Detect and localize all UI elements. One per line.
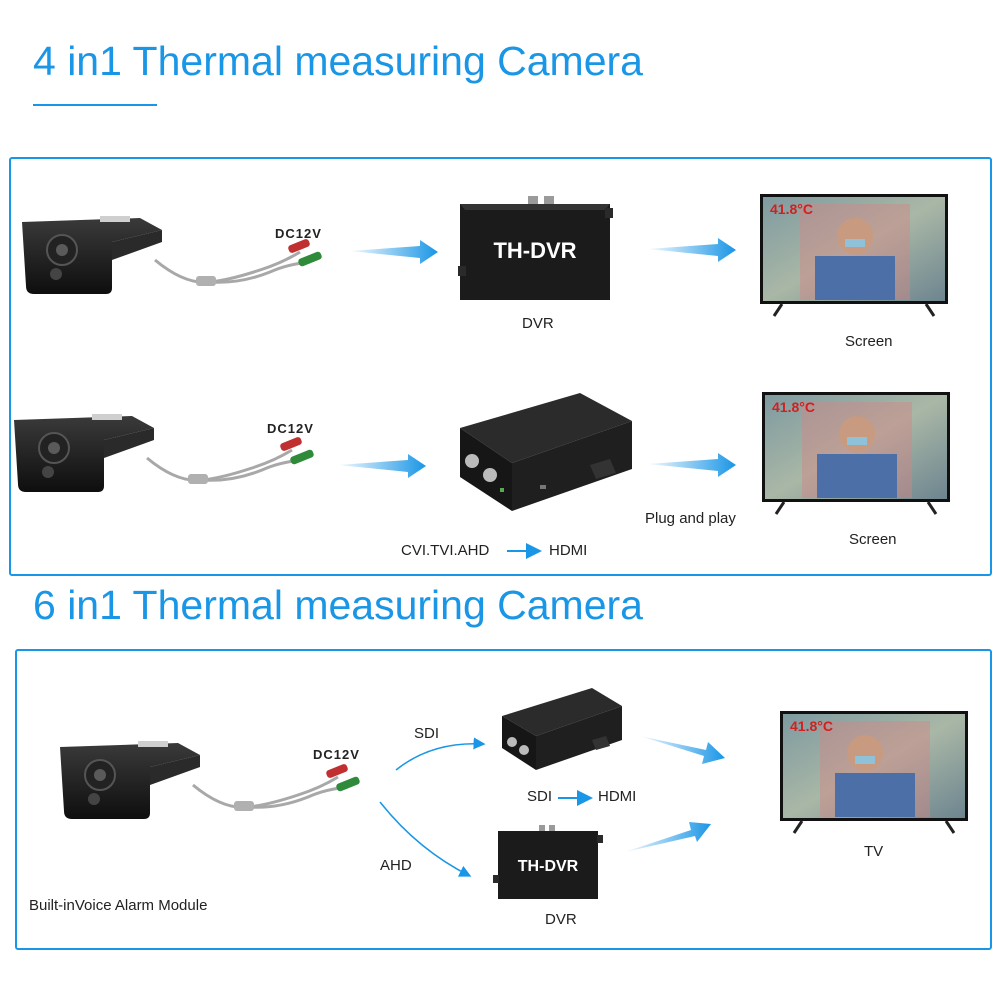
- ahd-path-label: AHD: [380, 857, 412, 874]
- temperature-readout: 41.8°C: [772, 399, 815, 415]
- tv-monitor-icon: 41.8°C: [780, 711, 968, 834]
- arrow-icon: [625, 822, 711, 852]
- temperature-readout: 41.8°C: [770, 201, 813, 217]
- tv-label: TV: [864, 843, 884, 860]
- sdi-path-label: SDI: [414, 725, 440, 742]
- voice-alarm-module-label: Built-inVoice Alarm Module: [29, 897, 208, 914]
- section1-title: 4 in1 Thermal measuring Camera: [33, 38, 643, 84]
- screen-label: Screen: [845, 333, 893, 350]
- arrow-icon: [648, 238, 736, 262]
- thermal-camera-icon: [22, 216, 322, 294]
- arrow-icon: [507, 543, 542, 559]
- converter-source-label: SDI: [527, 788, 553, 805]
- arrow-icon: [558, 790, 593, 806]
- arrow-icon: [640, 736, 725, 764]
- ahd-path-arrow: [379, 801, 472, 877]
- thermal-camera-icon: [60, 741, 360, 819]
- converter-device-icon: [460, 393, 632, 511]
- arrow-icon: [648, 453, 736, 477]
- power-label: DC12V: [275, 226, 322, 241]
- converter-target-label: HDMI: [549, 542, 588, 559]
- plug-and-play-label: Plug and play: [645, 510, 736, 527]
- arrow-icon: [350, 240, 438, 264]
- dvr-device-text: TH-DVR: [518, 858, 579, 875]
- screen-monitor-icon: 41.8°C: [760, 194, 948, 317]
- power-label: DC12V: [313, 747, 360, 762]
- temperature-readout: 41.8°C: [790, 718, 833, 734]
- converter-source-label: CVI.TVI.AHD: [401, 542, 490, 559]
- sdi-path-arrow: [395, 737, 486, 771]
- power-label: DC12V: [267, 421, 314, 436]
- dvr-device-text: TH-DVR: [493, 238, 576, 263]
- section2-title: 6 in1 Thermal measuring Camera: [33, 582, 643, 628]
- dvr-device-icon: TH-DVR: [493, 825, 603, 899]
- screen-monitor-icon: 41.8°C: [762, 392, 950, 515]
- dvr-label: DVR: [522, 315, 554, 332]
- screen-label: Screen: [849, 531, 897, 548]
- converter-target-label: HDMI: [598, 788, 637, 805]
- dvr-device-icon: TH-DVR: [458, 196, 613, 300]
- dvr-label: DVR: [545, 911, 577, 928]
- section1-title-underline: [33, 104, 157, 106]
- arrow-icon: [338, 454, 426, 478]
- sdi-converter-device-icon: [502, 688, 622, 770]
- thermal-camera-icon: [14, 414, 314, 492]
